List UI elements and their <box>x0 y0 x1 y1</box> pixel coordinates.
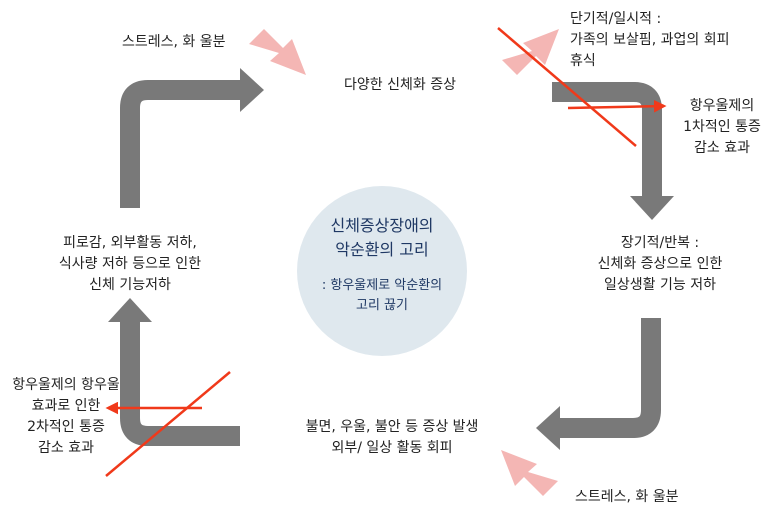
node-top-somatic-symptoms: 다양한 신체화 증상 <box>344 77 456 93</box>
relief-arrow-top-right <box>502 29 559 75</box>
cycle-arrow-right-to-bottom <box>536 318 661 450</box>
annotation-second-pain-relief: 항우울제의 항우울 효과로 인한 2차적인 통증 감소 효과 <box>12 377 120 456</box>
annotation-first-pain-relief: 항우울제의 1차적인 통증 감소 효과 <box>683 98 761 156</box>
node-left-physical-decline: 피로감, 외부활동 저하, 식사량 저하 등으로 인한 신체 기능저하 <box>58 235 202 293</box>
cycle-arrow-left-to-top <box>120 68 264 208</box>
cycle-arrow-bottom-to-left <box>108 298 240 446</box>
center-circle <box>297 186 467 356</box>
cycle-arrow-top-to-right <box>552 82 674 220</box>
center-title: 신체증상장애의 악순환의 고리 <box>330 216 434 259</box>
node-bottom-insomnia-avoidance: 불면, 우울, 불안 등 증상 발생 외부/ 일상 활동 회피 <box>305 419 479 456</box>
stress-arrow-bottom <box>501 450 558 496</box>
stress-arrow-top <box>249 29 306 75</box>
stress-label-bottom: 스트레스, 화 울분 <box>575 489 679 505</box>
node-right-daily-function-decline: 장기적/반복 : 신체화 증상으로 인한 일상생활 기능 저하 <box>597 235 723 293</box>
stress-label-top: 스트레스, 화 울분 <box>122 34 226 50</box>
cross-out-bottom-left <box>105 371 231 477</box>
annotation-short-term-relief: 단기적/일시적 : 가족의 보살핌, 과업의 회피 휴식 <box>570 11 730 69</box>
cross-out-top-right <box>497 27 667 147</box>
center-subtitle: : 항우울제로 악순환의 고리 끊기 <box>321 278 443 313</box>
